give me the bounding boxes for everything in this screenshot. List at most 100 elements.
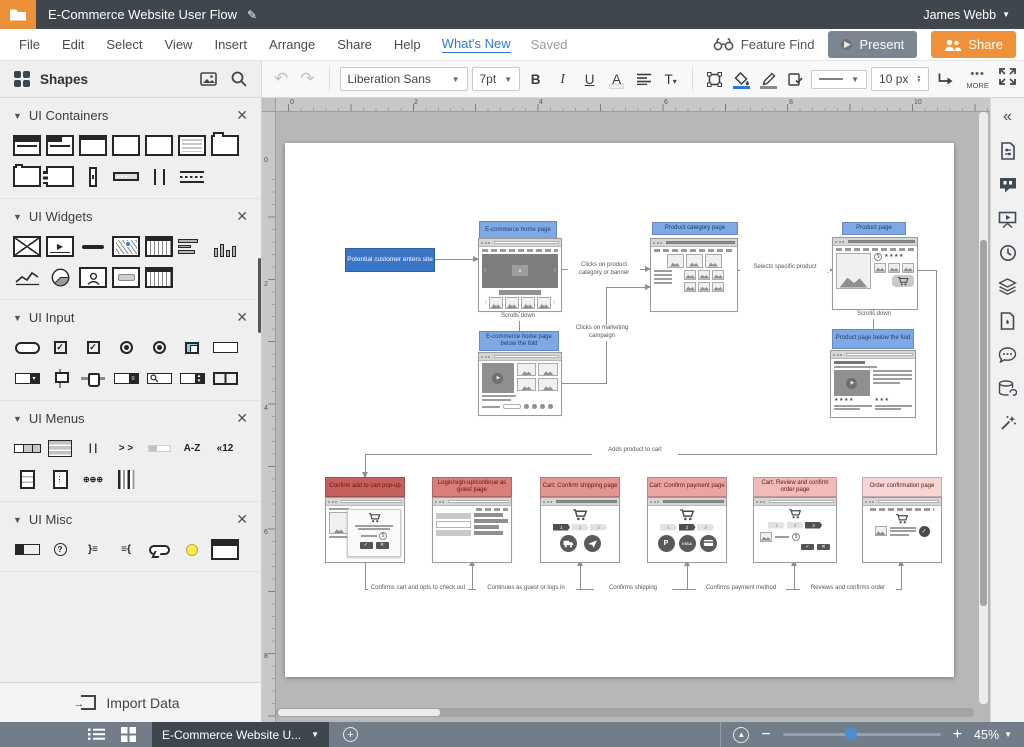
shape-line-chart[interactable]	[13, 267, 41, 288]
flow-start-node[interactable]: Potential customer enters site	[345, 248, 435, 272]
shape-search-field[interactable]	[145, 368, 173, 389]
zoom-in-button[interactable]: +	[953, 727, 962, 743]
wireframe-review[interactable]: 123$✓✕	[753, 497, 837, 563]
connector-line[interactable]	[365, 563, 366, 590]
italic-button[interactable]: I	[551, 66, 574, 92]
shape-video-player[interactable]: ▶	[46, 236, 74, 257]
close-icon[interactable]: ✕	[236, 107, 248, 124]
shape-checkbox[interactable]: ✓	[79, 337, 107, 358]
whats-new-link[interactable]: What's New	[442, 36, 511, 53]
horizontal-scroll-thumb[interactable]	[278, 709, 440, 716]
shape-browser-window[interactable]	[13, 135, 41, 156]
shape-folder-tab[interactable]	[211, 135, 239, 156]
shape-checkbox-checked[interactable]: ✓	[46, 337, 74, 358]
edge-label[interactable]: Scrolls down	[488, 313, 548, 321]
line-weight-stepper[interactable]: 10 px ▲▼	[871, 67, 929, 91]
flow-page-label[interactable]: Product page	[842, 222, 906, 235]
zoom-out-button[interactable]: −	[761, 727, 770, 743]
collapse-caret-icon[interactable]: ▼	[13, 313, 22, 323]
palette-scrollbar[interactable]	[258, 258, 261, 333]
share-button[interactable]: Share	[931, 31, 1016, 58]
page-list-icon[interactable]	[88, 728, 105, 741]
connector-line[interactable]	[687, 563, 688, 590]
shape-bar-chart-horizontal[interactable]	[178, 236, 206, 257]
underline-button[interactable]: U	[578, 66, 601, 92]
collapse-caret-icon[interactable]: ▼	[13, 111, 22, 121]
line-style-select[interactable]: ▼	[811, 70, 867, 89]
wireframe-cart-popup[interactable]: $✓✕	[325, 497, 405, 563]
fullscreen-button[interactable]	[999, 68, 1024, 90]
shape-radio-selected[interactable]	[112, 337, 140, 358]
wireframe-shipping[interactable]: 123	[540, 497, 620, 563]
shape-titlebar-window[interactable]	[79, 135, 107, 156]
shape-data-table[interactable]	[145, 236, 173, 257]
flow-page-label[interactable]: Product category page	[652, 222, 738, 235]
connector-line[interactable]	[794, 563, 795, 590]
shape-browser-tabs[interactable]	[46, 135, 74, 156]
shape-slider-bar[interactable]	[79, 236, 107, 257]
horizontal-scrollbar[interactable]	[276, 708, 974, 717]
shape-help-badge[interactable]: ?	[46, 539, 74, 560]
wireframe-home[interactable]: ‹›‹›	[478, 238, 562, 312]
flow-page-label[interactable]: Cart: Review and confirm order page	[753, 477, 837, 497]
shape-bar-chart-vertical[interactable]	[211, 236, 239, 257]
connector-line[interactable]	[562, 383, 606, 384]
menu-arrange[interactable]: Arrange	[258, 37, 326, 52]
shape-rounded-button[interactable]	[13, 337, 41, 358]
shape-highlight-circle[interactable]	[178, 539, 206, 560]
collapse-caret-icon[interactable]: ▼	[13, 212, 22, 222]
fill-color-button[interactable]	[730, 66, 753, 92]
shape-avatar-image[interactable]	[79, 267, 107, 288]
shape-text-field[interactable]	[211, 337, 239, 358]
wireframe-login[interactable]	[432, 497, 512, 563]
wireframe-product-below[interactable]: ▶★★★★★★★	[830, 350, 916, 418]
font-family-select[interactable]: Liberation Sans ▼	[340, 67, 468, 91]
comments-icon[interactable]	[995, 342, 1021, 367]
menu-file[interactable]: File	[8, 37, 51, 52]
connector-line[interactable]	[580, 563, 581, 590]
wireframe-confirmation[interactable]: ✓	[862, 497, 942, 563]
page-grid-icon[interactable]	[121, 727, 136, 742]
shape-menu-bar[interactable]	[13, 438, 41, 459]
flow-page-label[interactable]: Confirm add to cart pop-up	[325, 477, 405, 497]
shape-breadcrumb-dots[interactable]: ⊕⊕⊕	[79, 469, 107, 490]
magic-wand-icon[interactable]	[995, 410, 1021, 435]
shape-side-tab-panel[interactable]	[46, 166, 74, 187]
shape-map[interactable]	[112, 236, 140, 257]
shape-toggle[interactable]	[178, 337, 206, 358]
shape-pie-chart[interactable]	[46, 267, 74, 288]
wireframe-payment[interactable]: 123PVISA	[647, 497, 727, 563]
undo-icon[interactable]: ↶	[270, 69, 292, 89]
zoom-slider[interactable]	[783, 733, 941, 736]
shape-style-button[interactable]	[784, 66, 807, 92]
shape-toolbar-strip[interactable]	[112, 166, 140, 187]
search-icon[interactable]	[231, 71, 247, 87]
flow-page-label[interactable]: Login/sign-up/continue as guest page	[432, 477, 512, 497]
presentation-spotlight-icon[interactable]: ▲	[733, 727, 749, 743]
layers-icon[interactable]	[995, 274, 1021, 299]
text-align-button[interactable]	[632, 66, 655, 92]
connector-line[interactable]	[918, 270, 937, 271]
theme-icon[interactable]	[995, 308, 1021, 333]
collapse-icon[interactable]: «	[995, 104, 1021, 129]
shape-split-button[interactable]	[211, 368, 239, 389]
document-title[interactable]: E-Commerce Website User Flow	[48, 7, 237, 22]
notes-icon[interactable]	[995, 172, 1021, 197]
canvas[interactable]: Potential customer enters siteE-commerce…	[262, 98, 990, 722]
collapse-caret-icon[interactable]: ▼	[13, 515, 22, 525]
add-page-button[interactable]: +	[343, 727, 358, 742]
bold-button[interactable]: B	[524, 66, 547, 92]
flow-page-label[interactable]: Product page below the fold	[832, 329, 914, 349]
text-color-button[interactable]: A	[605, 66, 628, 92]
font-size-select[interactable]: 7pt ▼	[472, 67, 521, 91]
shape-progress-bar[interactable]	[145, 438, 173, 459]
shape-callout[interactable]	[145, 539, 173, 560]
shape-calendar[interactable]	[145, 267, 173, 288]
more-tools-button[interactable]: ••• MORE	[960, 69, 995, 90]
close-icon[interactable]: ✕	[236, 511, 248, 528]
connector-line[interactable]	[435, 259, 478, 260]
flow-page-label[interactable]: Cart: Confirm payment page	[647, 477, 727, 497]
present-button[interactable]: ▶ Present	[828, 31, 917, 58]
shape-breadcrumb-arrows[interactable]: > >	[112, 438, 140, 459]
shape-number-stepper[interactable]: ▲▼	[178, 368, 206, 389]
